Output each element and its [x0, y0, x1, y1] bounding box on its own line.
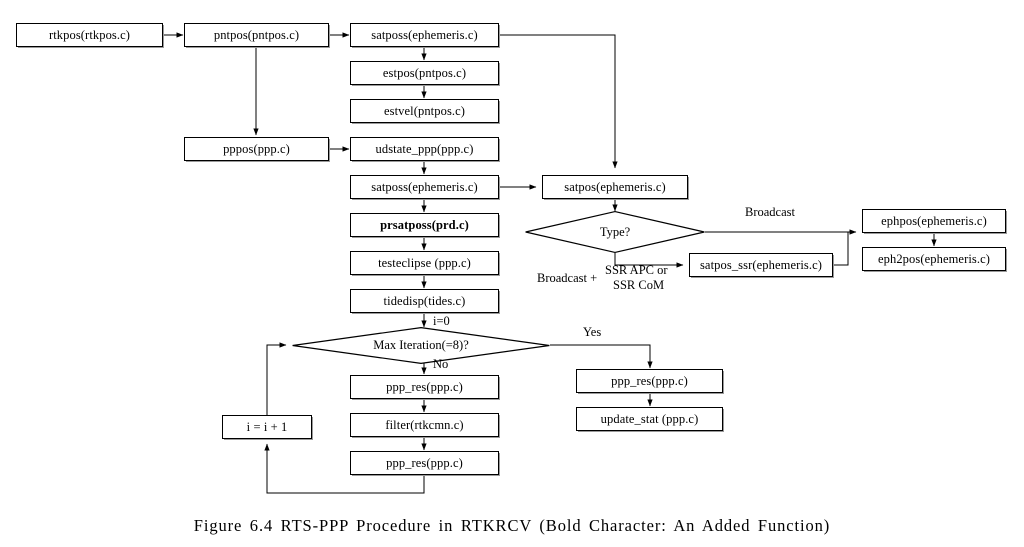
node-filter[interactable]: filter(rtkcmn.c) [350, 413, 499, 437]
edge-label-i-zero: i=0 [433, 314, 450, 328]
node-pppos[interactable]: pppos(ppp.c) [184, 137, 329, 161]
node-satpos-ssr[interactable]: satpos_ssr(ephemeris.c) [689, 253, 833, 277]
node-ephpos[interactable]: ephpos(ephemeris.c) [862, 209, 1006, 233]
figure-caption: Figure 6.4 RTS-PPP Procedure in RTKRCV (… [193, 516, 831, 535]
node-prsatposs[interactable]: prsatposs(prd.c) [350, 213, 499, 237]
diamond-shape-max-iteration [292, 327, 550, 364]
node-ppp-res-right[interactable]: ppp_res(ppp.c) [576, 369, 723, 393]
node-satpos[interactable]: satpos(ephemeris.c) [542, 175, 688, 199]
node-estpos[interactable]: estpos(pntpos.c) [350, 61, 499, 85]
node-ppp-res-2[interactable]: ppp_res(ppp.c) [350, 451, 499, 475]
edge-maxiter-yes [550, 344, 653, 369]
diamond-shape-type [525, 211, 705, 253]
node-eph2pos[interactable]: eph2pos(ephemeris.c) [862, 247, 1006, 271]
decision-max-iteration[interactable]: Max Iteration(=8)? [292, 327, 550, 364]
edge-label-no: No [433, 357, 449, 371]
node-pntpos[interactable]: pntpos(pntpos.c) [184, 23, 329, 47]
node-update-stat[interactable]: update_stat (ppp.c) [576, 407, 723, 431]
edge-label-yes: Yes [583, 325, 602, 339]
edge-satposssr-to-ephpos [833, 232, 849, 266]
edge-label-ssr-apc: SSR APC or [605, 263, 668, 277]
decision-type[interactable]: Type? [525, 211, 705, 253]
node-satposs-mid[interactable]: satposs(ephemeris.c) [350, 175, 499, 199]
edge-label-ssr-com: SSR CoM [613, 278, 665, 292]
edge-increment-to-maxiter [266, 342, 287, 415]
node-tidedisp[interactable]: tidedisp(tides.c) [350, 289, 499, 313]
node-i-increment[interactable]: i = i + 1 [222, 415, 312, 439]
node-satposs-top[interactable]: satposs(ephemeris.c) [350, 23, 499, 47]
decision-type-label: Type? [599, 224, 631, 239]
node-estvel[interactable]: estvel(pntpos.c) [350, 99, 499, 123]
edge-label-broadcast-plus: Broadcast + [537, 271, 598, 285]
node-udstate-ppp[interactable]: udstate_ppp(ppp.c) [350, 137, 499, 161]
edge-label-broadcast: Broadcast [745, 205, 795, 219]
edge-satposs-top-to-satpos [499, 34, 618, 169]
node-ppp-res-1[interactable]: ppp_res(ppp.c) [350, 375, 499, 399]
node-testeclipse[interactable]: testeclipse (ppp.c) [350, 251, 499, 275]
decision-max-iteration-label: Max Iteration(=8)? [373, 338, 469, 352]
node-rtkpos[interactable]: rtkpos(rtkpos.c) [16, 23, 163, 47]
